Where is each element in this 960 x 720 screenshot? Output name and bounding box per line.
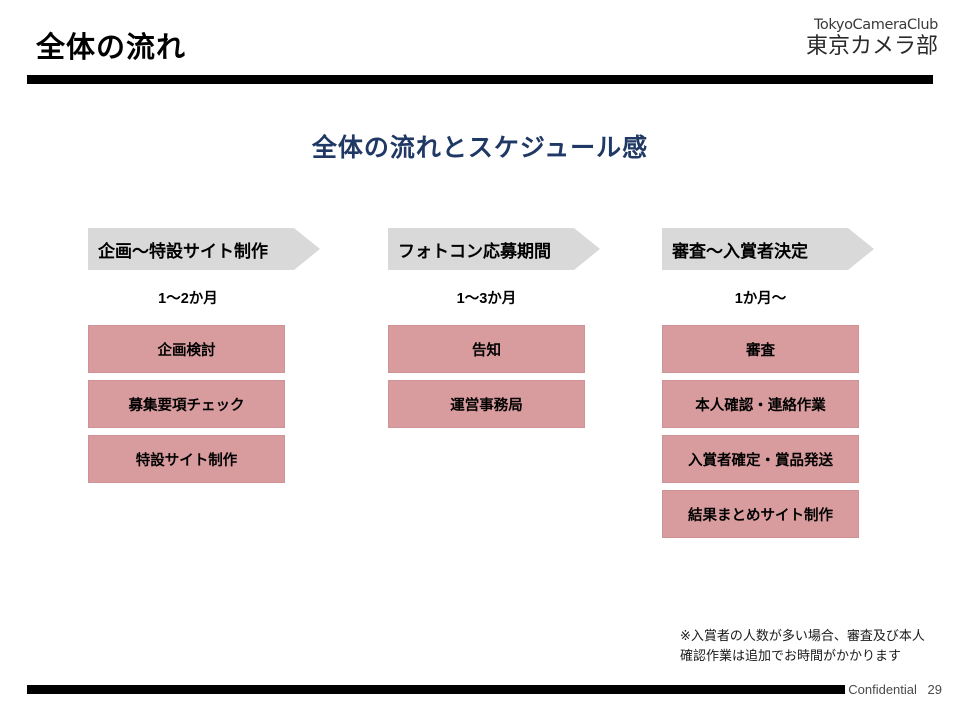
process-flow-diagram: 企画〜特設サイト制作 1〜2か月 企画検討 募集要項チェック 特設サイト制作 フ…	[0, 228, 960, 588]
phase-label: 審査〜入賞者決定	[672, 241, 808, 261]
task-box: 結果まとめサイト制作	[662, 490, 859, 538]
flow-column-application-period: フォトコン応募期間 1〜3か月 告知 運営事務局	[388, 228, 600, 435]
task-box: 審査	[662, 325, 859, 373]
phase-chevron-judging: 審査〜入賞者決定	[662, 228, 874, 270]
phase-chevron-application-period: フォトコン応募期間	[388, 228, 600, 270]
task-box: 入賞者確定・賞品発送	[662, 435, 859, 483]
phase-label: フォトコン応募期間	[398, 241, 551, 261]
task-label: 告知	[472, 342, 501, 359]
task-box: 募集要項チェック	[88, 380, 285, 428]
task-label: 運営事務局	[450, 397, 523, 414]
task-list: 企画検討 募集要項チェック 特設サイト制作	[88, 325, 285, 483]
footer-meta: Confidential 29	[848, 682, 942, 697]
task-label: 特設サイト制作	[135, 452, 238, 469]
tokyo-camera-club-logo: TokyoCameraClub 東京カメラ部	[806, 18, 938, 57]
logo-japanese-text: 東京カメラ部	[805, 32, 938, 58]
footnote-line-2: 確認作業は追加でお時間がかかります	[680, 648, 902, 664]
task-label: 募集要項チェック	[128, 397, 245, 414]
task-list: 審査 本人確認・連絡作業 入賞者確定・賞品発送 結果まとめサイト制作	[662, 325, 859, 538]
task-label: 企画検討	[157, 342, 216, 359]
confidential-label: Confidential	[848, 682, 917, 697]
phase-duration: 1〜2か月	[158, 291, 218, 307]
phase-duration: 1〜3か月	[456, 291, 517, 307]
header-divider-rule	[27, 75, 933, 84]
task-box: 運営事務局	[388, 380, 585, 428]
logo-english-text: TokyoCameraClub	[813, 17, 938, 33]
flow-column-judging: 審査〜入賞者決定 1か月〜 審査 本人確認・連絡作業 入賞者確定・賞品発送 結果…	[662, 228, 874, 545]
task-label: 審査	[746, 342, 775, 359]
footnote-line-1: ※入賞者の人数が多い場合、審査及び本人	[680, 628, 925, 643]
task-box: 特設サイト制作	[88, 435, 285, 483]
footer-divider-rule	[27, 685, 845, 694]
task-label: 結果まとめサイト制作	[688, 507, 833, 524]
page-number: 29	[927, 682, 942, 697]
phase-duration: 1か月〜	[734, 291, 787, 307]
task-box: 本人確認・連絡作業	[662, 380, 859, 428]
page-title: 全体の流れ	[36, 32, 187, 64]
flow-column-planning: 企画〜特設サイト制作 1〜2か月 企画検討 募集要項チェック 特設サイト制作	[88, 228, 320, 490]
slide-subtitle: 全体の流れとスケジュール感	[311, 134, 649, 162]
task-label: 入賞者確定・賞品発送	[688, 452, 833, 469]
footnote-note: ※入賞者の人数が多い場合、審査及び本人 確認作業は追加でお時間がかかります	[680, 626, 948, 666]
task-list: 告知 運営事務局	[388, 325, 585, 428]
phase-chevron-planning: 企画〜特設サイト制作	[88, 228, 320, 270]
task-box: 告知	[388, 325, 585, 373]
task-label: 本人確認・連絡作業	[695, 397, 826, 414]
task-box: 企画検討	[88, 325, 285, 373]
phase-label: 企画〜特設サイト制作	[98, 241, 268, 261]
